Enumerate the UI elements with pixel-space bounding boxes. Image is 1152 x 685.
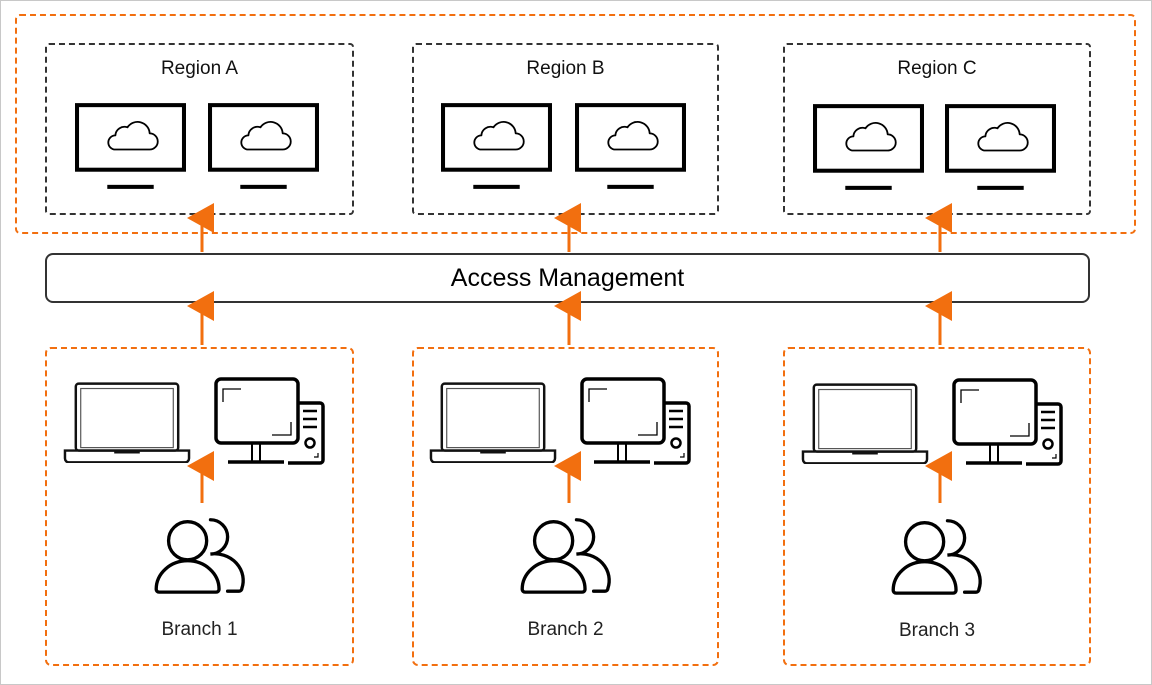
users-icon bbox=[891, 519, 982, 595]
users-icon bbox=[154, 518, 245, 594]
cloud-monitor-icon bbox=[577, 105, 684, 189]
cloud-monitor-icon bbox=[815, 106, 922, 190]
laptop-icon bbox=[801, 383, 929, 464]
branch-2-box: Branch 2 bbox=[412, 347, 719, 666]
desktop-computer-icon bbox=[952, 378, 1063, 466]
desktop-computer-icon bbox=[214, 377, 325, 465]
access-management-label: Access Management bbox=[450, 263, 685, 292]
branch-1-label: Branch 1 bbox=[161, 619, 238, 640]
region-a-title: Region A bbox=[160, 58, 239, 79]
region-b-title: Region B bbox=[526, 58, 605, 79]
cloud-monitor-icon bbox=[443, 105, 550, 189]
cloud-monitor-icon bbox=[77, 105, 184, 189]
laptop-icon bbox=[429, 382, 557, 463]
cloud-regions-group bbox=[15, 14, 1136, 234]
branch-2-label: Branch 2 bbox=[527, 619, 604, 640]
cloud-monitor-icon bbox=[210, 105, 317, 189]
branch-3-label: Branch 3 bbox=[898, 620, 976, 641]
laptop-icon bbox=[63, 382, 191, 463]
cloud-monitor-icon bbox=[947, 106, 1054, 190]
branch-1-box: Branch 1 bbox=[45, 347, 354, 666]
desktop-computer-icon bbox=[580, 377, 691, 465]
users-icon bbox=[520, 518, 611, 594]
region-c-title: Region C bbox=[897, 58, 977, 79]
branch-3-box: Branch 3 bbox=[783, 347, 1091, 666]
